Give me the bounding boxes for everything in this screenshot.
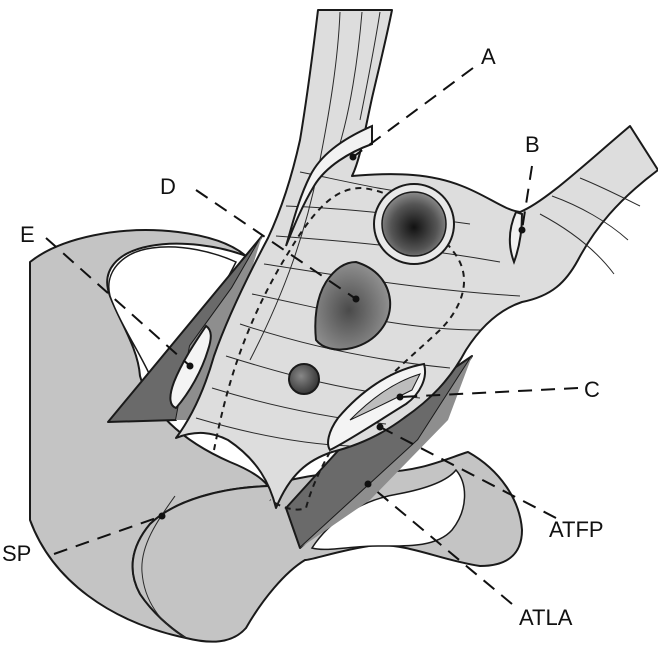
label-a: A <box>481 44 496 69</box>
leader-atla-dot <box>365 481 372 488</box>
label-atla: ATLA <box>519 605 573 630</box>
leader-atfp-dot <box>377 424 384 431</box>
label-atfp: ATFP <box>549 517 604 542</box>
large-opening <box>382 192 446 256</box>
leader-c-dot <box>397 394 404 401</box>
label-sp: SP <box>2 541 31 566</box>
leader-e-dot <box>187 363 194 370</box>
leader-d-dot <box>353 296 360 303</box>
leader-a-dot <box>350 154 357 161</box>
label-e: E <box>20 222 35 247</box>
label-d: D <box>160 174 176 199</box>
label-c: C <box>584 377 600 402</box>
leader-sp-dot <box>159 513 166 520</box>
small-round-structure <box>289 364 319 394</box>
leader-b-dot <box>519 227 526 234</box>
label-b: B <box>525 132 540 157</box>
